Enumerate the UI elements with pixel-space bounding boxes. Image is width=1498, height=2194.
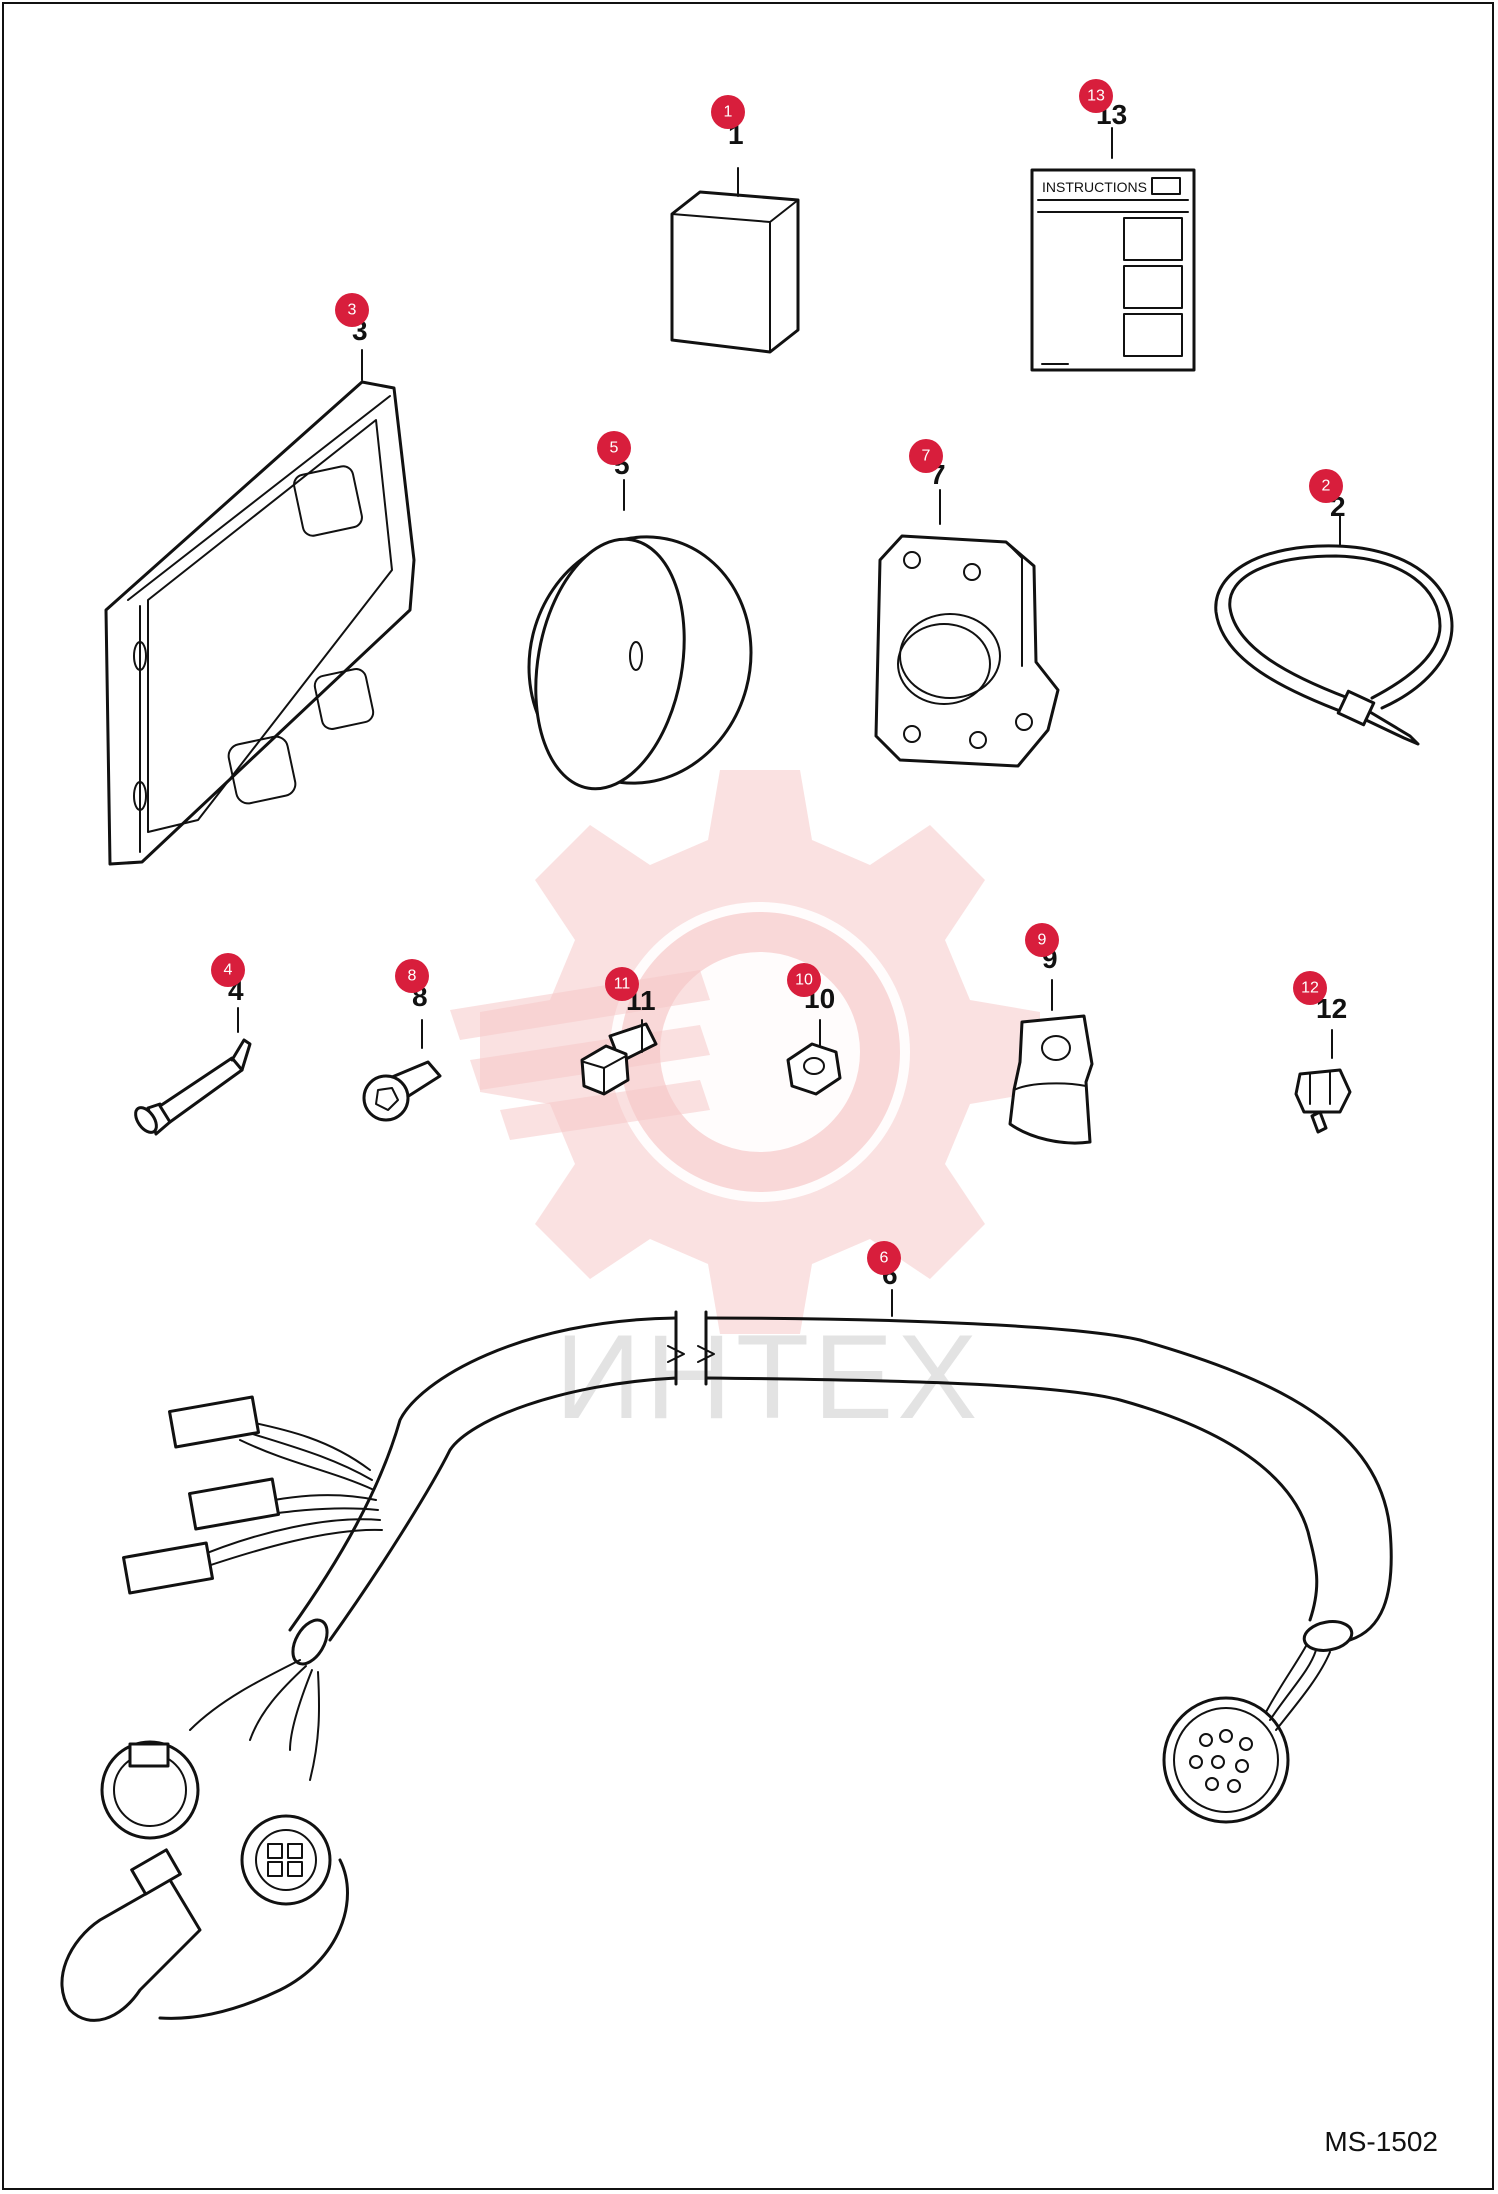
badge-3[interactable]: 3 bbox=[335, 293, 369, 327]
badge-5[interactable]: 5 bbox=[597, 431, 631, 465]
part-7-bracket bbox=[874, 489, 1060, 768]
part-9-clamp bbox=[1008, 979, 1094, 1145]
callout-badges: 1 2 3 4 5 6 7 8 9 10 11 12 13 bbox=[211, 79, 1343, 1275]
watermark-logo: ИНТЕХ bbox=[450, 770, 1040, 1444]
badge-7[interactable]: 7 bbox=[909, 439, 943, 473]
svg-text:1: 1 bbox=[724, 104, 733, 121]
watermark-text: ИНТЕХ bbox=[555, 1310, 981, 1444]
svg-text:6: 6 bbox=[880, 1250, 889, 1267]
part-13-instructions: INSTRUCTIONS bbox=[1030, 127, 1196, 372]
instructions-title: INSTRUCTIONS bbox=[1042, 179, 1147, 195]
part-5-disc bbox=[527, 479, 753, 791]
badge-6[interactable]: 6 bbox=[867, 1241, 901, 1275]
part-6-wire-harness bbox=[60, 1289, 1393, 2022]
part-3-display-housing bbox=[104, 349, 416, 866]
badge-9[interactable]: 9 bbox=[1025, 923, 1059, 957]
badge-11[interactable]: 11 bbox=[605, 967, 639, 1001]
part-8-screw bbox=[362, 1019, 442, 1122]
svg-text:4: 4 bbox=[224, 962, 233, 979]
svg-text:13: 13 bbox=[1087, 88, 1105, 105]
part-10-nut bbox=[786, 1019, 842, 1096]
part-1-relay bbox=[670, 167, 800, 354]
part-4-rivet bbox=[134, 1007, 252, 1136]
part-11-bolt bbox=[580, 1019, 658, 1096]
badge-2[interactable]: 2 bbox=[1309, 469, 1343, 503]
svg-text:8: 8 bbox=[408, 968, 417, 985]
svg-text:10: 10 bbox=[795, 972, 813, 989]
svg-text:7: 7 bbox=[922, 448, 931, 465]
badge-4[interactable]: 4 bbox=[211, 953, 245, 987]
badge-8[interactable]: 8 bbox=[395, 959, 429, 993]
svg-text:11: 11 bbox=[614, 976, 631, 993]
figure-code: MS-1502 bbox=[1324, 2126, 1438, 2157]
part-12-push-clip bbox=[1294, 1029, 1352, 1134]
badge-1[interactable]: 1 bbox=[711, 95, 745, 129]
badge-12[interactable]: 12 bbox=[1293, 971, 1327, 1005]
badge-10[interactable]: 10 bbox=[787, 963, 821, 997]
svg-text:12: 12 bbox=[1301, 980, 1319, 997]
svg-text:5: 5 bbox=[610, 440, 619, 457]
svg-text:3: 3 bbox=[348, 302, 357, 319]
svg-text:9: 9 bbox=[1038, 932, 1047, 949]
badge-13[interactable]: 13 bbox=[1079, 79, 1113, 113]
part-2-cable-tie bbox=[1214, 515, 1454, 746]
svg-text:2: 2 bbox=[1322, 478, 1331, 495]
